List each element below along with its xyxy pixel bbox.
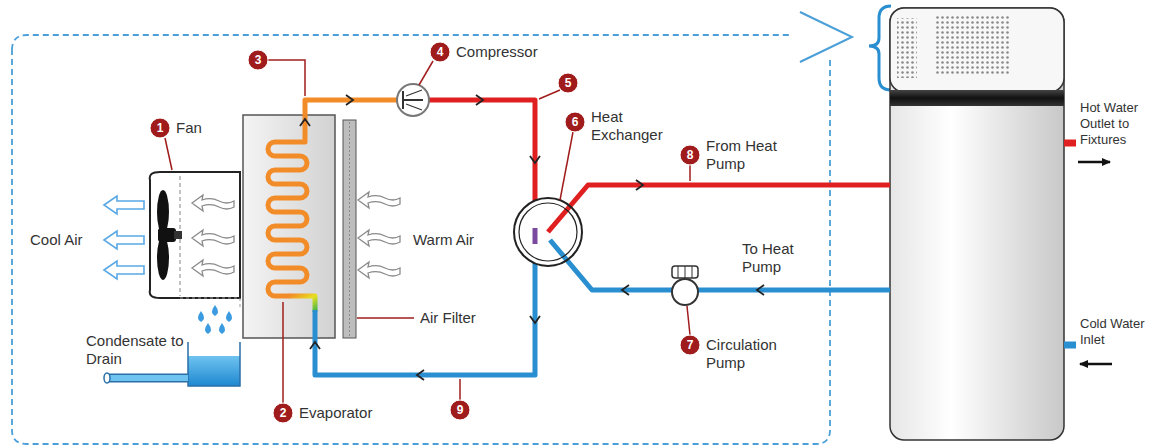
pipe-label: From Heat Pump xyxy=(706,137,790,173)
label-holder: To Heat Pump xyxy=(742,240,816,276)
airflow-label: Warm Air xyxy=(413,231,474,249)
callout-badge: 3 xyxy=(248,50,268,70)
callout-badge: 6 xyxy=(565,112,585,132)
part-label: Heat Exchanger xyxy=(591,108,675,144)
pipe-label: To Heat Pump xyxy=(742,240,816,276)
callout-badge: 2 xyxy=(273,403,293,423)
part-label: Air Filter xyxy=(420,309,476,327)
label-holder: Air Filter xyxy=(420,309,476,327)
callout-number: 2 xyxy=(280,406,287,420)
label-holder: Warm Air xyxy=(413,231,474,249)
callout-badge: 1 xyxy=(150,118,170,138)
label-holder: From Heat Pump xyxy=(706,137,790,173)
callout-number: 6 xyxy=(572,115,579,129)
label-holder: Circulation Pump xyxy=(706,336,796,372)
airflow-label: Cool Air xyxy=(30,231,83,249)
label-holder: Cold Water Inlet xyxy=(1080,316,1150,348)
callout-badge: 4 xyxy=(430,42,450,62)
part-label: Circulation Pump xyxy=(706,336,796,372)
part-label: Evaporator xyxy=(299,404,372,422)
outlet-label: Hot Water Outlet to Fixtures xyxy=(1080,100,1150,148)
callout-badge: 7 xyxy=(680,335,700,355)
label-holder: Heat Exchanger xyxy=(591,108,675,144)
callout-badge: 8 xyxy=(680,145,700,165)
callout-number: 7 xyxy=(687,338,694,352)
part-label: Compressor xyxy=(456,43,538,61)
callout-number: 3 xyxy=(255,53,262,67)
callout-number: 4 xyxy=(437,45,444,59)
drain-label: Condensate to Drain xyxy=(86,332,186,368)
label-holder: Fan xyxy=(176,119,202,137)
label-holder: Evaporator xyxy=(299,404,372,422)
callout-badge: 9 xyxy=(450,400,470,420)
callout-number: 5 xyxy=(565,76,572,90)
callout-number: 9 xyxy=(457,403,464,417)
label-holder: Hot Water Outlet to Fixtures xyxy=(1080,100,1150,148)
label-holder: Cool Air xyxy=(30,231,83,249)
part-label: Fan xyxy=(176,119,202,137)
callout-number: 8 xyxy=(687,148,694,162)
callout-badge: 5 xyxy=(558,73,578,93)
inlet-label: Cold Water Inlet xyxy=(1080,316,1150,348)
callout-number: 1 xyxy=(157,121,164,135)
label-holder: Condensate to Drain xyxy=(86,332,186,368)
label-holder: Compressor xyxy=(456,43,538,61)
